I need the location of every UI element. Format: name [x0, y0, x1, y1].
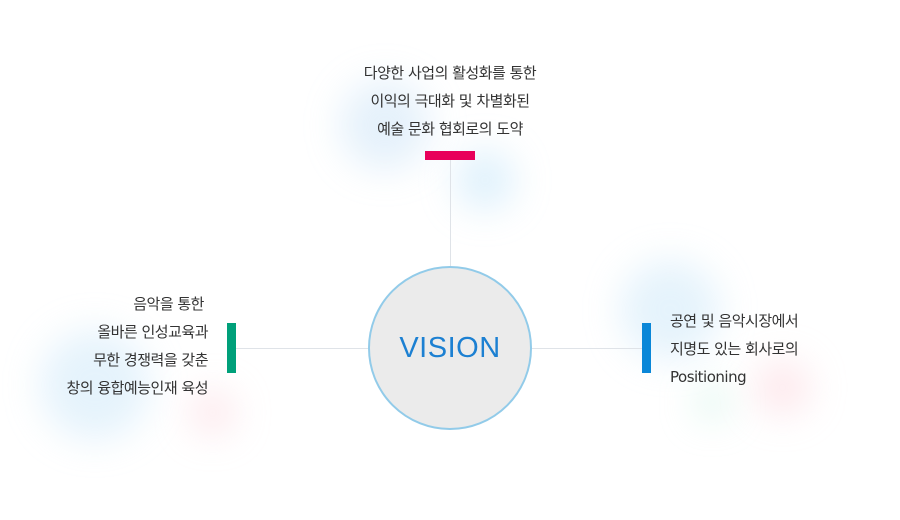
text-line: 공연 및 음악시장에서	[670, 312, 799, 330]
decor-glow	[695, 385, 730, 420]
left-accent-bar	[227, 323, 236, 373]
decor-glow	[340, 80, 430, 170]
text-line: 예술 문화 협회로의 도약	[377, 120, 523, 138]
text-line: 무한 경쟁력을 갖춘	[93, 351, 208, 369]
top-goal-text: 다양한 사업의 활성화를 통한 이익의 극대화 및 차별화된 예술 문화 협회로…	[300, 59, 600, 143]
connector-right	[530, 348, 642, 349]
connector-left	[236, 348, 368, 349]
text-line: 올바른 인성교육과	[97, 323, 208, 341]
text-line: Positioning	[670, 368, 747, 386]
text-line: 지명도 있는 회사로의	[670, 340, 799, 358]
decor-glow	[455, 150, 515, 210]
right-accent-bar	[642, 323, 651, 373]
connector-top	[450, 160, 451, 266]
decor-glow	[190, 390, 235, 435]
right-goal-text: 공연 및 음악시장에서 지명도 있는 회사로의 Positioning	[670, 307, 890, 391]
vision-label: VISION	[399, 331, 501, 364]
decor-glow	[40, 330, 150, 440]
top-accent-bar	[425, 151, 475, 160]
decor-glow	[620, 260, 720, 360]
text-line: 이익의 극대화 및 차별화된	[370, 92, 530, 110]
text-line: 창의 융합예능인재 육성	[66, 379, 208, 397]
text-line: 음악을 통한	[133, 295, 204, 313]
left-goal-text: 음악을 통한 올바른 인성교육과 무한 경쟁력을 갖춘 창의 융합예능인재 육성	[0, 290, 208, 402]
decor-glow	[755, 360, 810, 415]
vision-circle: VISION	[368, 266, 532, 430]
text-line: 다양한 사업의 활성화를 통한	[363, 64, 537, 82]
